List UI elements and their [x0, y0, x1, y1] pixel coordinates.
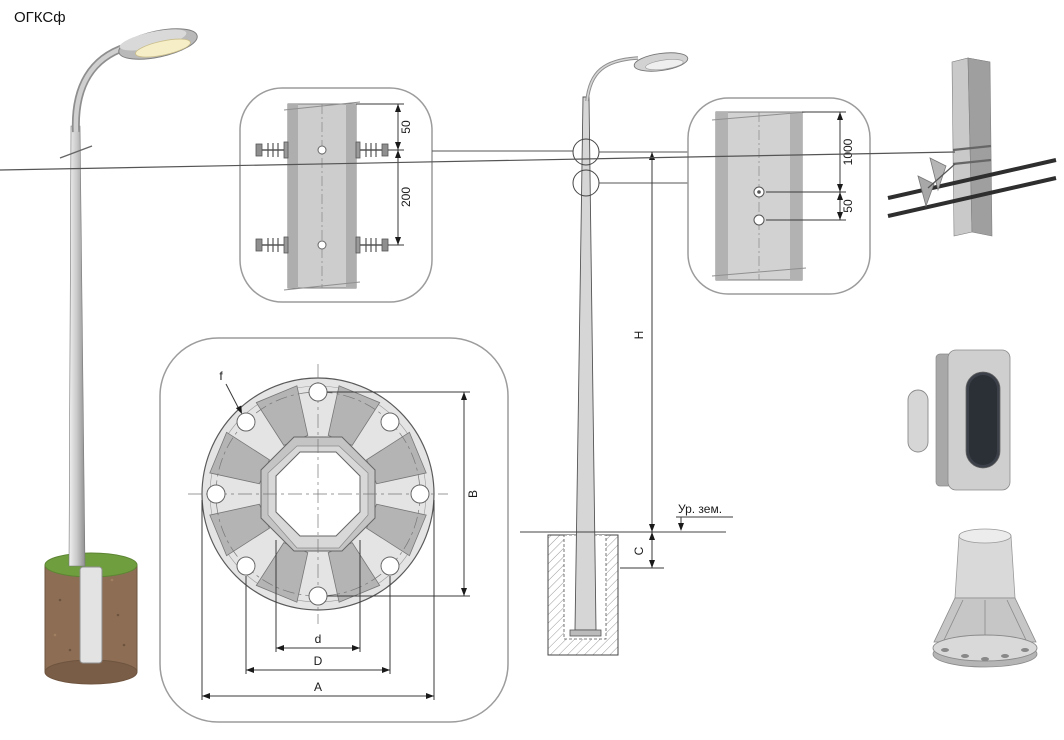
wiring-hole [753, 214, 765, 226]
dim-label-C: C [632, 546, 646, 555]
overhead-cable [887, 158, 1057, 200]
bolt-hole [317, 145, 327, 155]
elevation-lamp-arm [585, 56, 639, 102]
dim-f: f [219, 369, 242, 414]
dim-label-50: 50 [399, 120, 413, 134]
clamp-band [952, 158, 992, 166]
wedge-clamp [917, 175, 935, 208]
dim-H: H [632, 152, 655, 532]
hole-detail-box: 1000 50 [687, 97, 871, 295]
break-mark [59, 145, 93, 159]
ground-label-text: Ур. зем. [678, 502, 722, 516]
dim-label-50: 50 [841, 199, 855, 213]
dim-label-1000: 1000 [841, 138, 855, 165]
overhead-cable [887, 176, 1057, 218]
ground-level-label: Ур. зем. [676, 502, 733, 531]
hand-hole-cover [907, 389, 929, 453]
pole-base-flange [569, 629, 602, 637]
dim-label-f: f [219, 369, 223, 383]
dim-B: B [327, 391, 480, 597]
break-line [711, 267, 807, 277]
flange-bolt-holes [206, 382, 430, 606]
dim-label-200: 200 [399, 187, 413, 207]
elevation-lamp-head [633, 52, 689, 72]
dim-label-A: A [314, 680, 322, 694]
lamp-lens [135, 38, 191, 58]
elevation-pole [574, 96, 597, 631]
pole-shaft-3d [68, 125, 86, 567]
elevation-drawing: Ур. зем. H C [432, 52, 733, 656]
clamp-band [952, 144, 992, 152]
dim-D: D [245, 576, 391, 674]
dim-label-d: d [315, 632, 322, 646]
dim-1000: 1000 50 [766, 111, 855, 221]
dim-label-H: H [632, 331, 646, 340]
flange-detail-box: f B d D [159, 337, 509, 723]
dim-label-D: D [314, 654, 323, 668]
bolt-hole [317, 240, 327, 250]
clamp-detail-box: 50 200 [239, 87, 433, 303]
wedge-clamp [929, 157, 947, 192]
shoe-cylinder [954, 535, 1016, 599]
page-title: ОГКСф [14, 9, 66, 26]
render-base-shoe [932, 528, 1038, 668]
dim-A: A [201, 500, 435, 700]
lamp-head-3d [118, 28, 198, 60]
dim-label-B: B [466, 490, 480, 498]
dim-gap-50: 50 200 [356, 103, 413, 246]
dim-d: d [275, 540, 361, 652]
pole-3d-render [44, 28, 198, 685]
foundation-sleeve [79, 566, 103, 664]
render-cable-clamps [0, 57, 1057, 237]
foundation-3d [44, 552, 138, 685]
render-hand-hole [907, 349, 1011, 491]
shoe-bolt-holes [941, 648, 1029, 661]
dim-C: C [620, 532, 664, 569]
flange-gussets [209, 385, 427, 603]
